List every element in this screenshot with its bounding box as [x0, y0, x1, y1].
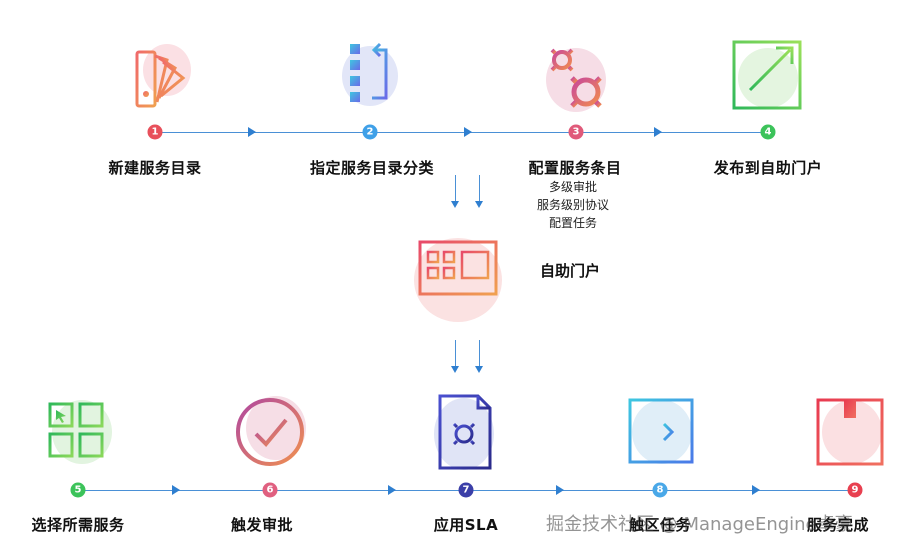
watermark: 掘金技术社区 @ ManageEngine卓豪 — [546, 514, 853, 535]
arrow-3-4 — [654, 127, 662, 137]
step-3-label: 配置服务条目 — [528, 159, 622, 177]
step-3-detail-tasks: 配置任务 — [548, 216, 598, 230]
step-8-badge: 8 — [652, 482, 668, 498]
approval-check-icon — [236, 396, 306, 466]
sla-document-icon — [434, 394, 494, 470]
arrow-5-6 — [172, 485, 180, 495]
gears-icon — [546, 46, 606, 112]
step-3-detail-approval: 多级审批 — [548, 180, 598, 194]
step-4-label: 发布到自助门户 — [713, 159, 823, 177]
category-list-icon — [342, 42, 398, 106]
trigger-task-icon — [624, 398, 694, 464]
step-2-badge: 2 — [362, 124, 378, 140]
arrow-7-8 — [556, 485, 564, 495]
step-6-badge: 6 — [262, 482, 278, 498]
arrow-2-3 — [464, 127, 472, 137]
step-1-badge: 1 — [147, 124, 163, 140]
down-connector-b2 — [479, 340, 480, 366]
down-arrow-a1 — [451, 201, 459, 208]
catalog-fan-icon — [135, 44, 191, 108]
self-service-portal-icon — [414, 238, 502, 322]
center-node-label: 自助门户 — [540, 262, 601, 280]
step-9-label: 服务完成 — [806, 516, 870, 534]
down-connector-a2 — [479, 175, 480, 201]
step-8-label: 触区任务 — [628, 516, 692, 534]
step-5-label: 选择所需服务 — [31, 516, 125, 534]
service-grid-icon — [48, 400, 112, 464]
step-3-badge: 3 — [568, 124, 584, 140]
step-1-label: 新建服务目录 — [108, 159, 202, 177]
step-5-badge: 5 — [70, 482, 86, 498]
top-connector-line — [155, 132, 769, 133]
publish-arrow-icon — [732, 40, 802, 110]
step-3-detail-sla: 服务级别协议 — [536, 198, 610, 212]
step-4-badge: 4 — [760, 124, 776, 140]
arrow-6-7 — [388, 485, 396, 495]
arrow-8-9 — [752, 485, 760, 495]
step-2-label: 指定服务目录分类 — [309, 159, 435, 177]
step-7-badge: 7 — [458, 482, 474, 498]
down-connector-b1 — [455, 340, 456, 366]
step-6-label: 触发审批 — [230, 516, 294, 534]
step-9-badge: 9 — [847, 482, 863, 498]
down-arrow-a2 — [475, 201, 483, 208]
down-arrow-b1 — [451, 366, 459, 373]
down-arrow-b2 — [475, 366, 483, 373]
service-complete-box-icon — [816, 398, 884, 466]
arrow-1-2 — [248, 127, 256, 137]
step-7-label: 应用SLA — [433, 516, 499, 534]
down-connector-a1 — [455, 175, 456, 201]
